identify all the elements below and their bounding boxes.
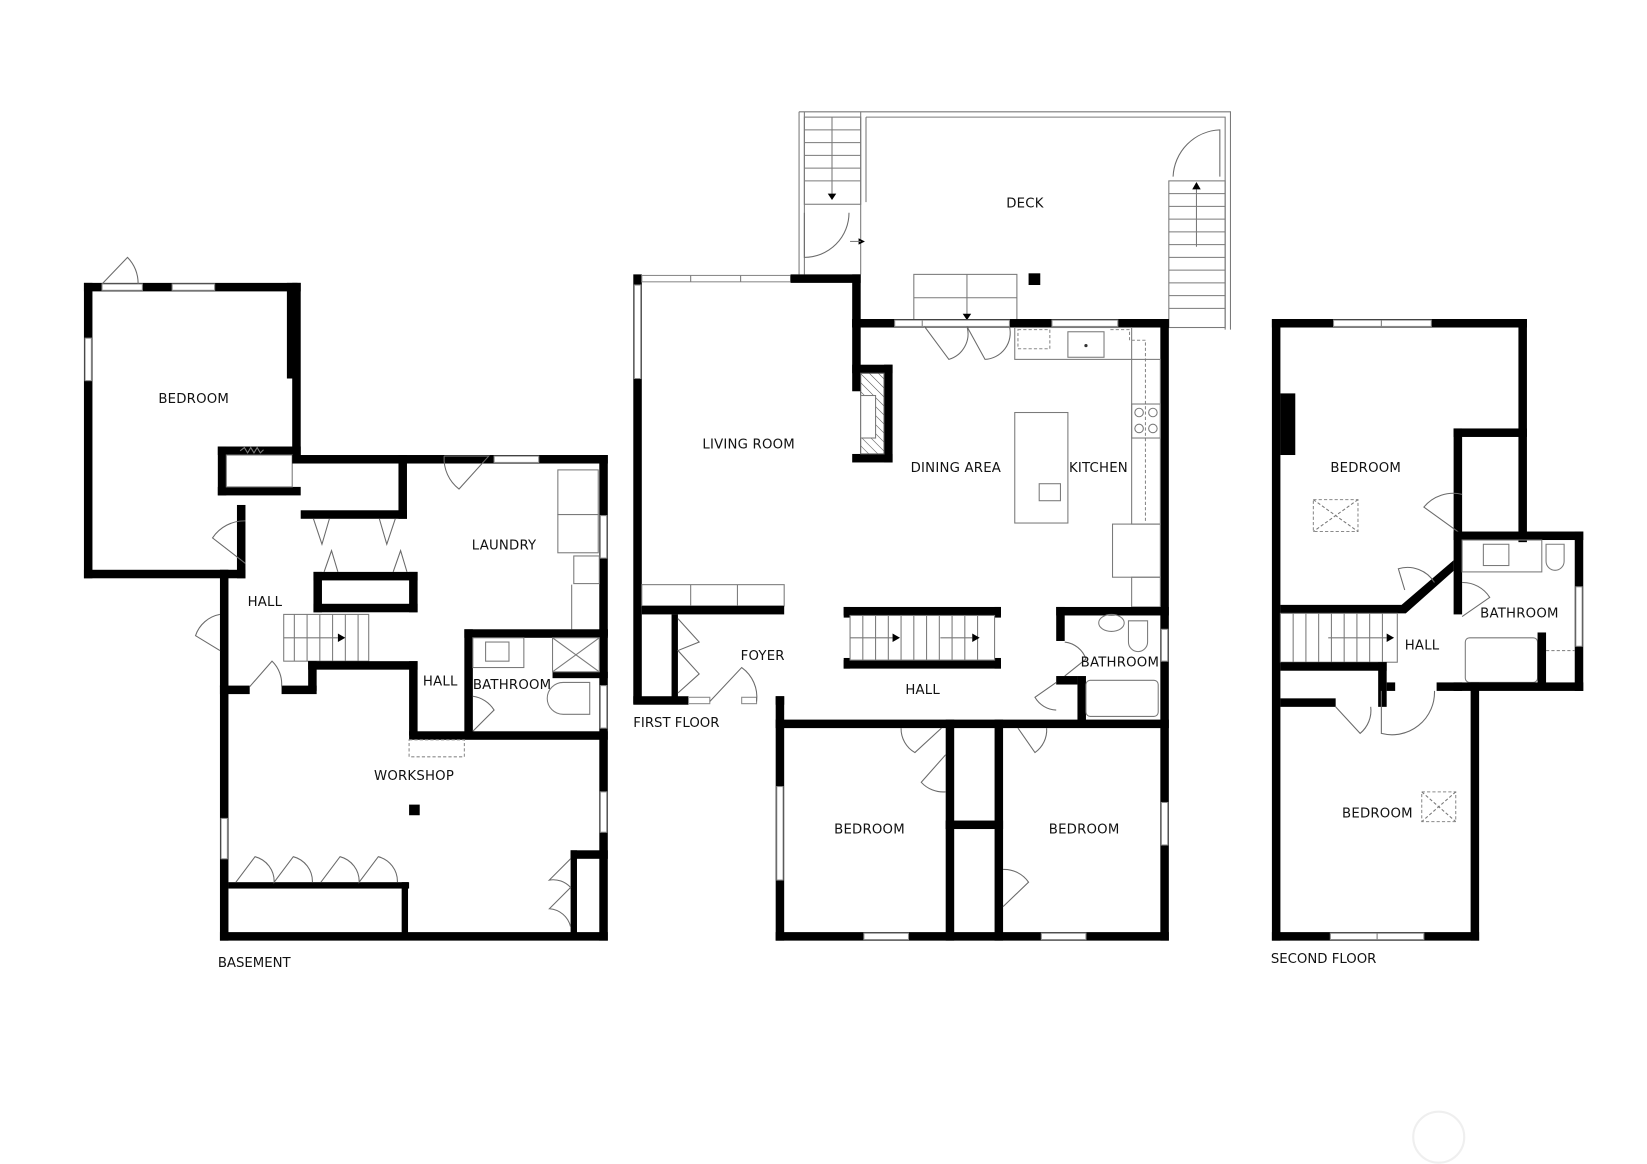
room-label-laundry: LAUNDRY bbox=[472, 539, 537, 554]
first-floor-plan bbox=[633, 111, 1231, 941]
basement-stairs bbox=[283, 613, 370, 662]
floor-label-second-floor: SECOND FLOOR bbox=[1271, 952, 1377, 967]
room-labels: BEDROOM HALL LAUNDRY HALL BATHROOM WORKS… bbox=[158, 196, 1558, 971]
room-label-second-bedroom-bottom: BEDROOM bbox=[1342, 806, 1413, 821]
room-label-dining-area: DINING AREA bbox=[911, 461, 1001, 476]
room-label-foyer: FOYER bbox=[741, 649, 785, 664]
room-label-basement-hall-2: HALL bbox=[423, 675, 458, 690]
room-label-first-hall: HALL bbox=[905, 683, 940, 698]
room-label-kitchen: KITCHEN bbox=[1069, 461, 1128, 476]
room-label-workshop: WORKSHOP bbox=[374, 769, 454, 784]
second-floor-plan bbox=[1271, 319, 1584, 941]
room-label-first-bedroom-left: BEDROOM bbox=[834, 822, 905, 837]
room-label-deck: DECK bbox=[1006, 196, 1043, 211]
room-label-first-bedroom-right: BEDROOM bbox=[1049, 822, 1120, 837]
room-label-living-room: LIVING ROOM bbox=[702, 438, 795, 453]
room-label-first-bathroom: BATHROOM bbox=[1081, 655, 1159, 670]
room-label-basement-hall: HALL bbox=[248, 595, 283, 610]
watermark-logo-icon bbox=[1412, 1110, 1466, 1164]
room-label-second-bathroom: BATHROOM bbox=[1480, 607, 1558, 622]
deck bbox=[798, 111, 1231, 330]
first-floor-stairs bbox=[843, 606, 1001, 669]
floor-label-basement: BASEMENT bbox=[218, 956, 292, 971]
room-label-basement-bedroom: BEDROOM bbox=[158, 392, 229, 407]
room-label-second-bedroom-top: BEDROOM bbox=[1330, 461, 1401, 476]
basement-plan bbox=[83, 256, 608, 941]
room-label-second-hall: HALL bbox=[1405, 638, 1440, 653]
floor-label-first-floor: FIRST FLOOR bbox=[633, 716, 719, 731]
room-label-basement-bathroom: BATHROOM bbox=[473, 678, 551, 693]
